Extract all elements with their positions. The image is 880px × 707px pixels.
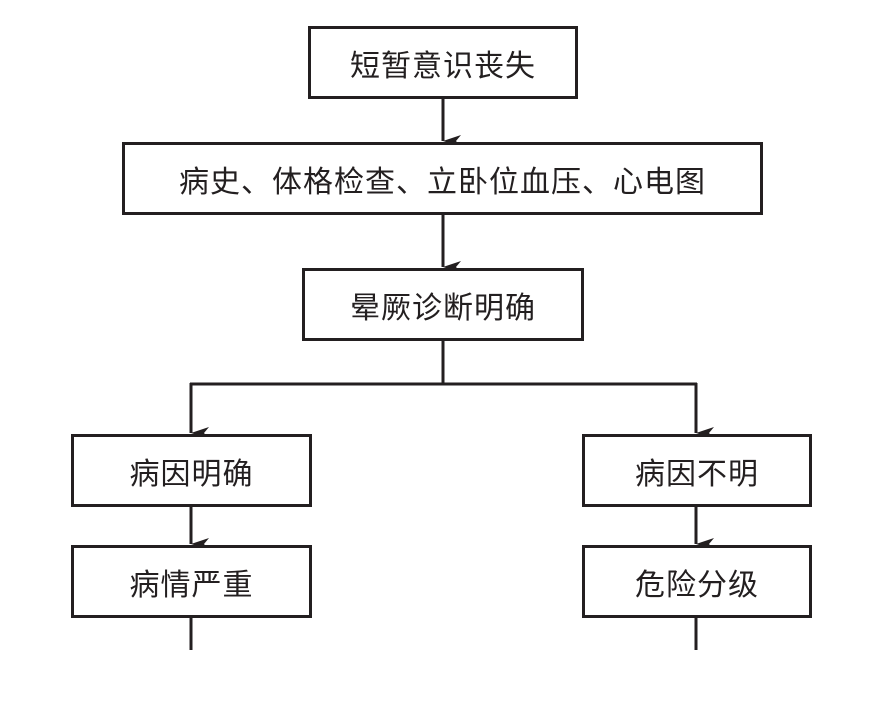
- node-label: 病情严重: [129, 567, 254, 603]
- node-label: 短暂意识丧失: [350, 48, 536, 84]
- node-cause-unknown: 病因不明: [582, 434, 812, 507]
- node-label: 危险分级: [635, 567, 759, 603]
- node-label: 晕厥诊断明确: [350, 290, 536, 326]
- node-label: 病因明确: [129, 456, 254, 492]
- node-risk-stratification: 危险分级: [582, 545, 812, 618]
- node-cause-known: 病因明确: [71, 434, 312, 507]
- node-label: 病因不明: [635, 456, 759, 492]
- node-syncope-diagnosis-confirmed: 晕厥诊断明确: [302, 268, 584, 341]
- node-condition-severe: 病情严重: [71, 545, 312, 618]
- node-transient-loss-of-consciousness: 短暂意识丧失: [308, 26, 578, 99]
- node-initial-evaluation: 病史、体格检查、立卧位血压、心电图: [122, 142, 763, 215]
- node-label: 病史、体格检查、立卧位血压、心电图: [179, 164, 706, 200]
